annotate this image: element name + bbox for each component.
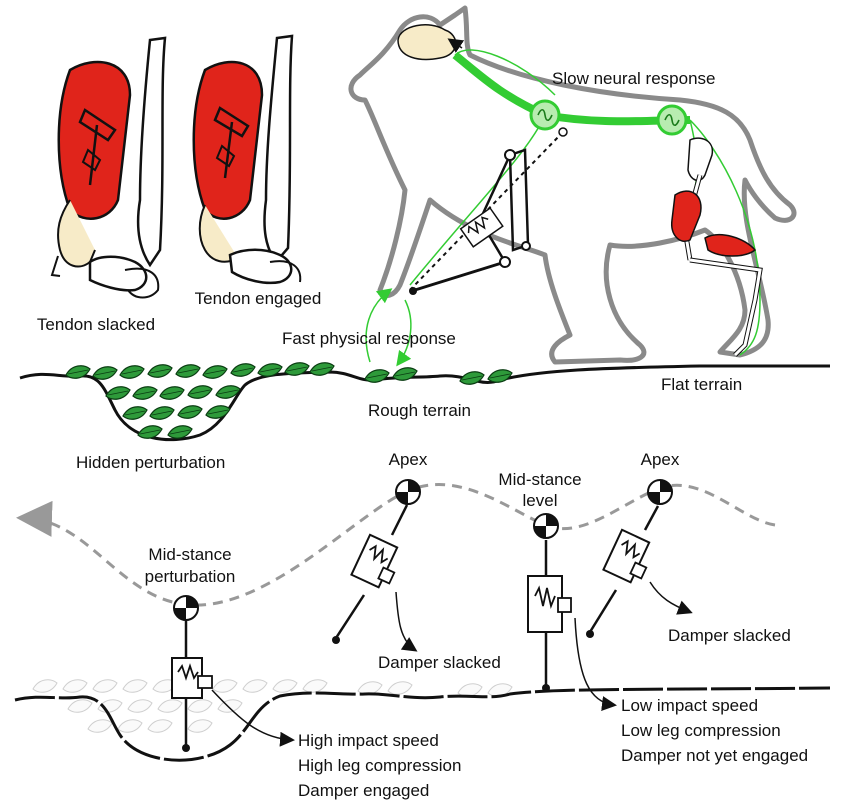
fast-arrow-up [366, 290, 390, 362]
mechanical-leg [409, 128, 567, 295]
low-compression-label: Low leg compression [621, 721, 781, 740]
damper-engaged-label: Damper engaged [298, 781, 429, 800]
slow-neural-label: Slow neural response [552, 69, 715, 88]
midstance-pert-label-2: perturbation [145, 567, 236, 586]
low-impact-label: Low impact speed [621, 696, 758, 715]
neuron-icon [531, 101, 559, 129]
fast-physical-label: Fast physical response [282, 329, 456, 348]
mass-midstance-perturbation [174, 596, 198, 620]
apex-right-label: Apex [641, 450, 680, 469]
leg-midstance-perturbation [172, 620, 212, 752]
tendon-slacked-label: Tendon slacked [37, 315, 155, 334]
high-compression-label: High leg compression [298, 756, 461, 775]
mass-apex-right [648, 480, 672, 504]
leg-apex-left [332, 505, 407, 644]
hind-leg-skeleton [672, 138, 760, 355]
tendon-engaged-label: Tendon engaged [195, 289, 322, 308]
neuron-icon [658, 106, 686, 134]
damper-slacked-right-label: Damper slacked [668, 626, 791, 645]
damper-not-engaged-label: Damper not yet engaged [621, 746, 808, 765]
rough-terrain-label: Rough terrain [368, 401, 471, 420]
apex-left-label: Apex [389, 450, 428, 469]
leg-tendon-slacked [52, 38, 165, 298]
hidden-perturbation-label: Hidden perturbation [76, 453, 225, 472]
damper-slacked-left-label: Damper slacked [378, 653, 501, 672]
midstance-pert-label-1: Mid-stance [148, 545, 231, 564]
leg-apex-right [586, 506, 658, 638]
flat-terrain-label: Flat terrain [661, 375, 742, 394]
high-impact-label: High impact speed [298, 731, 439, 750]
ghost-leaves [33, 680, 512, 732]
brain-icon [398, 25, 456, 60]
leg-tendon-engaged [194, 36, 301, 283]
midstance-level-label-1: Mid-stance [498, 470, 581, 489]
mass-midstance-level [534, 514, 558, 538]
midstance-level-label-2: level [523, 491, 558, 510]
mass-apex-left [396, 480, 420, 504]
leg-midstance-level [528, 540, 571, 692]
dog-outline [351, 8, 794, 362]
